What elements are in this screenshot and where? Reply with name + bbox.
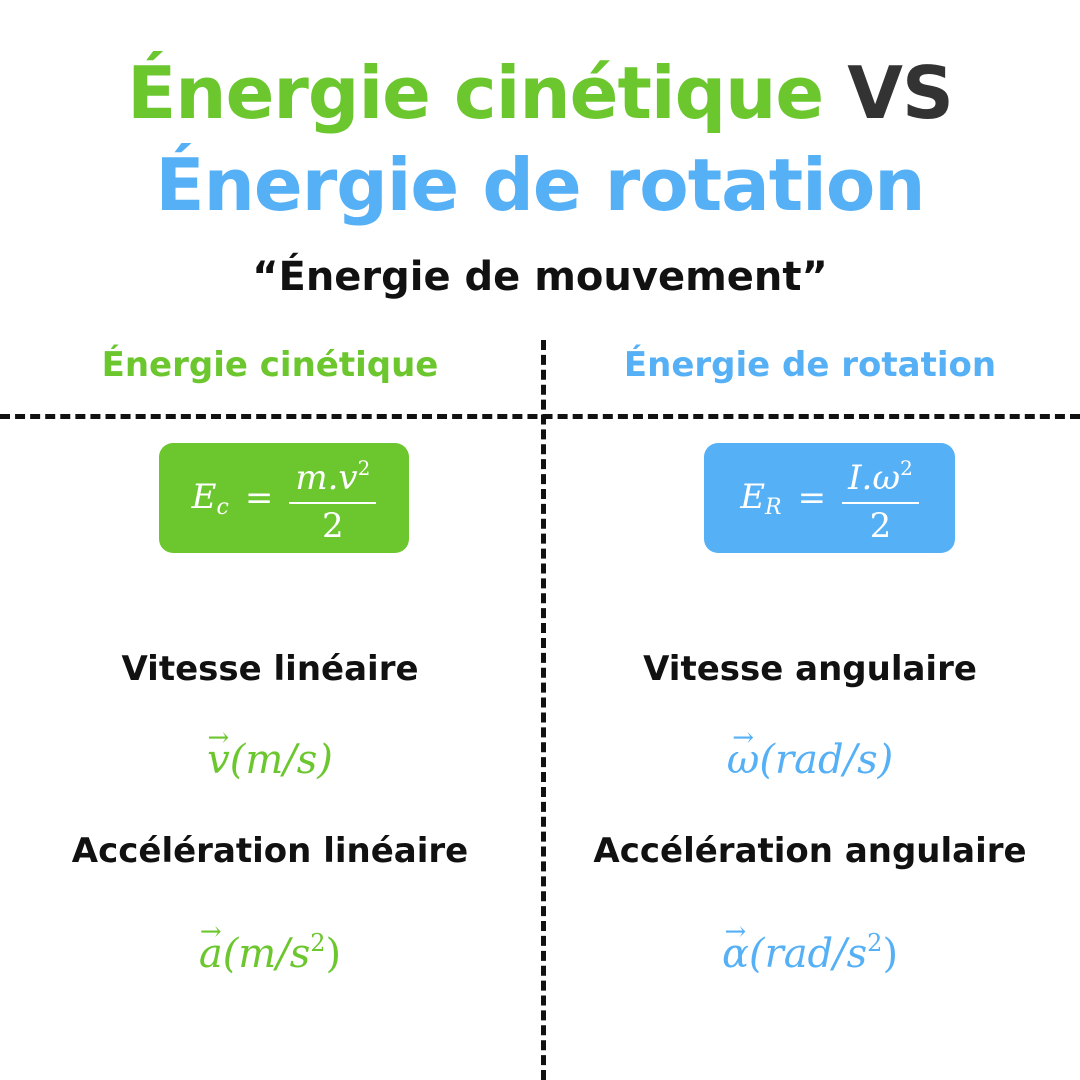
numerator-text: m.v xyxy=(295,458,358,498)
formula-subscript: c xyxy=(216,494,229,520)
unit-m-per-s: (m/s) xyxy=(229,737,333,783)
formula-fraction: I.ω2 2 xyxy=(842,448,919,548)
angular-acceleration-expression: α(rad/s2) xyxy=(540,913,1080,984)
formula-symbol: E xyxy=(191,476,217,517)
numerator-exponent: 2 xyxy=(357,456,371,480)
vector-alpha: α xyxy=(722,924,749,984)
exponent-2: 2 xyxy=(867,929,883,957)
formula-lhs: ER xyxy=(740,477,781,520)
formula-symbol: E xyxy=(740,476,766,517)
close-paren: ) xyxy=(325,931,342,977)
horizontal-divider xyxy=(0,414,1080,419)
vector-a: a xyxy=(199,924,223,984)
title-line-1: Énergie cinétique VS xyxy=(0,48,1080,138)
numerator-exponent: 2 xyxy=(900,456,913,480)
exponent-2: 2 xyxy=(310,929,326,957)
formula-subscript: R xyxy=(765,494,782,520)
formula-denominator: 2 xyxy=(869,506,892,546)
close-paren: ) xyxy=(882,931,899,977)
linear-acceleration-expression: a(m/s2) xyxy=(0,913,540,984)
title-vs: VS xyxy=(847,51,954,135)
label-angular-speed: Vitesse angulaire xyxy=(643,649,977,689)
formula-lhs: Ec xyxy=(192,477,229,520)
formula-equals: = xyxy=(797,478,827,518)
vector-v: v xyxy=(207,730,230,790)
header-rotation: Énergie de rotation xyxy=(623,345,997,385)
formula-fraction: m.v2 2 xyxy=(289,448,377,548)
formula-numerator: I.ω2 xyxy=(842,448,919,504)
label-linear-acceleration: Accélération linéaire xyxy=(71,831,469,871)
vector-omega: ω xyxy=(727,730,760,790)
title-line-2: Énergie de rotation xyxy=(155,143,925,227)
formula-kinetic: Ec = m.v2 2 xyxy=(159,443,409,553)
vertical-divider xyxy=(541,340,546,1080)
subtitle: “Énergie de mouvement” xyxy=(252,254,828,300)
header-kinetic: Énergie cinétique xyxy=(101,345,439,385)
formula-denominator: 2 xyxy=(322,506,344,546)
title-kinetic: Énergie cinétique xyxy=(127,51,824,135)
unit-m-per-s2: (m/s xyxy=(222,931,311,977)
unit-rad-per-s: (rad/s) xyxy=(759,737,894,783)
formula-numerator: m.v2 xyxy=(289,448,377,504)
label-linear-speed: Vitesse linéaire xyxy=(121,649,419,689)
numerator-text: I.ω xyxy=(848,458,901,498)
linear-speed-expression: v(m/s) xyxy=(0,730,540,790)
label-angular-acceleration: Accélération angulaire xyxy=(593,831,1027,871)
angular-speed-expression: ω(rad/s) xyxy=(540,730,1080,790)
formula-equals: = xyxy=(244,478,274,518)
unit-rad-per-s2: (rad/s xyxy=(748,931,868,977)
formula-rotation: ER = I.ω2 2 xyxy=(704,443,955,553)
